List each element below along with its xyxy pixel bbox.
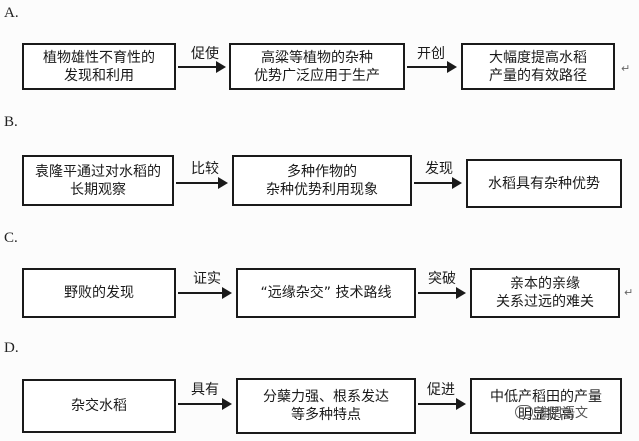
option-b-arrow-1 xyxy=(176,177,228,189)
box-text-line: 袁隆平通过对水稻的 xyxy=(35,163,161,180)
option-c-arrow-1-label: 证实 xyxy=(193,271,221,287)
box-text-line: “远缘杂交” 技术路线 xyxy=(260,285,392,301)
option-a-arrow-2 xyxy=(407,61,457,73)
option-label-d: D. xyxy=(4,340,19,356)
box-text-line: 中低产稻田的产量 xyxy=(490,389,602,405)
box-text-line: 产量的有效路径 xyxy=(489,67,587,84)
box-text-line: 分蘖力强、根系发达 xyxy=(263,389,389,405)
box-text-line: 亲本的亲缘 xyxy=(510,276,580,292)
option-c-box-1: 野败的发现 xyxy=(22,268,176,318)
option-c-arrow-2 xyxy=(418,287,466,299)
option-a-arrow-1 xyxy=(178,61,226,73)
box-text-line: 杂交水稻 xyxy=(71,398,127,414)
option-d-arrow-1-label: 具有 xyxy=(191,382,219,398)
box-text-line: 杂种优势利用现象 xyxy=(266,181,378,198)
option-b-box-1: 袁隆平通过对水稻的长期观察 xyxy=(22,155,174,206)
paragraph-mark: ↵ xyxy=(621,62,631,75)
option-d-box-1: 杂交水稻 xyxy=(22,379,176,433)
option-c-arrow-2-label: 突破 xyxy=(428,271,456,287)
box-text-line: 野败的发现 xyxy=(64,285,134,301)
box-text-line: 优势广泛应用于生产 xyxy=(254,67,380,84)
box-text-line: 水稻具有杂种优势 xyxy=(488,175,600,192)
option-a-box-2: 高粱等植物的杂种优势广泛应用于生产 xyxy=(229,43,405,90)
paragraph-mark: ↵ xyxy=(624,286,634,299)
watermark-text: 淮阴语文 xyxy=(536,406,589,421)
option-d-arrow-2-label: 促进 xyxy=(427,382,455,398)
option-b-arrow-2 xyxy=(414,177,462,189)
option-d-box-2: 分蘖力强、根系发达等多种特点 xyxy=(236,378,416,434)
option-d-arrow-2 xyxy=(418,398,466,410)
wechat-icon xyxy=(515,404,533,419)
box-text-line: 发现和利用 xyxy=(64,67,134,84)
option-label-a: A. xyxy=(4,5,19,21)
option-a-box-1: 植物雄性不育性的发现和利用 xyxy=(22,43,176,90)
box-text-line: 长期观察 xyxy=(70,181,126,198)
box-text-line: 植物雄性不育性的 xyxy=(43,49,155,66)
option-d-arrow-1 xyxy=(178,398,232,410)
option-label-c: C. xyxy=(4,230,18,246)
option-a-arrow-1-label: 促使 xyxy=(191,46,219,62)
option-a-box-3: 大幅度提高水稻产量的有效路径 xyxy=(461,43,615,90)
box-text-line: 高粱等植物的杂种 xyxy=(261,49,373,66)
option-c-box-3: 亲本的亲缘关系过远的难关 xyxy=(470,268,620,318)
option-b-box-2: 多种作物的杂种优势利用现象 xyxy=(232,155,412,206)
watermark: 淮阴语文 xyxy=(515,402,588,421)
option-a-arrow-2-label: 开创 xyxy=(417,46,445,62)
box-text-line: 多种作物的 xyxy=(287,163,357,180)
option-b-arrow-1-label: 比较 xyxy=(191,161,219,177)
option-d-box-3: 中低产稻田的产量明显提高 xyxy=(470,378,622,434)
box-text-line: 大幅度提高水稻 xyxy=(489,49,587,66)
option-c-arrow-1 xyxy=(178,287,232,299)
option-label-b: B. xyxy=(4,114,18,130)
box-text-line: 关系过远的难关 xyxy=(496,294,594,310)
option-c-box-2: “远缘杂交” 技术路线 xyxy=(236,268,416,318)
box-text-line: 等多种特点 xyxy=(291,407,361,423)
option-b-arrow-2-label: 发现 xyxy=(425,161,453,177)
option-b-box-3: 水稻具有杂种优势 xyxy=(466,159,622,208)
